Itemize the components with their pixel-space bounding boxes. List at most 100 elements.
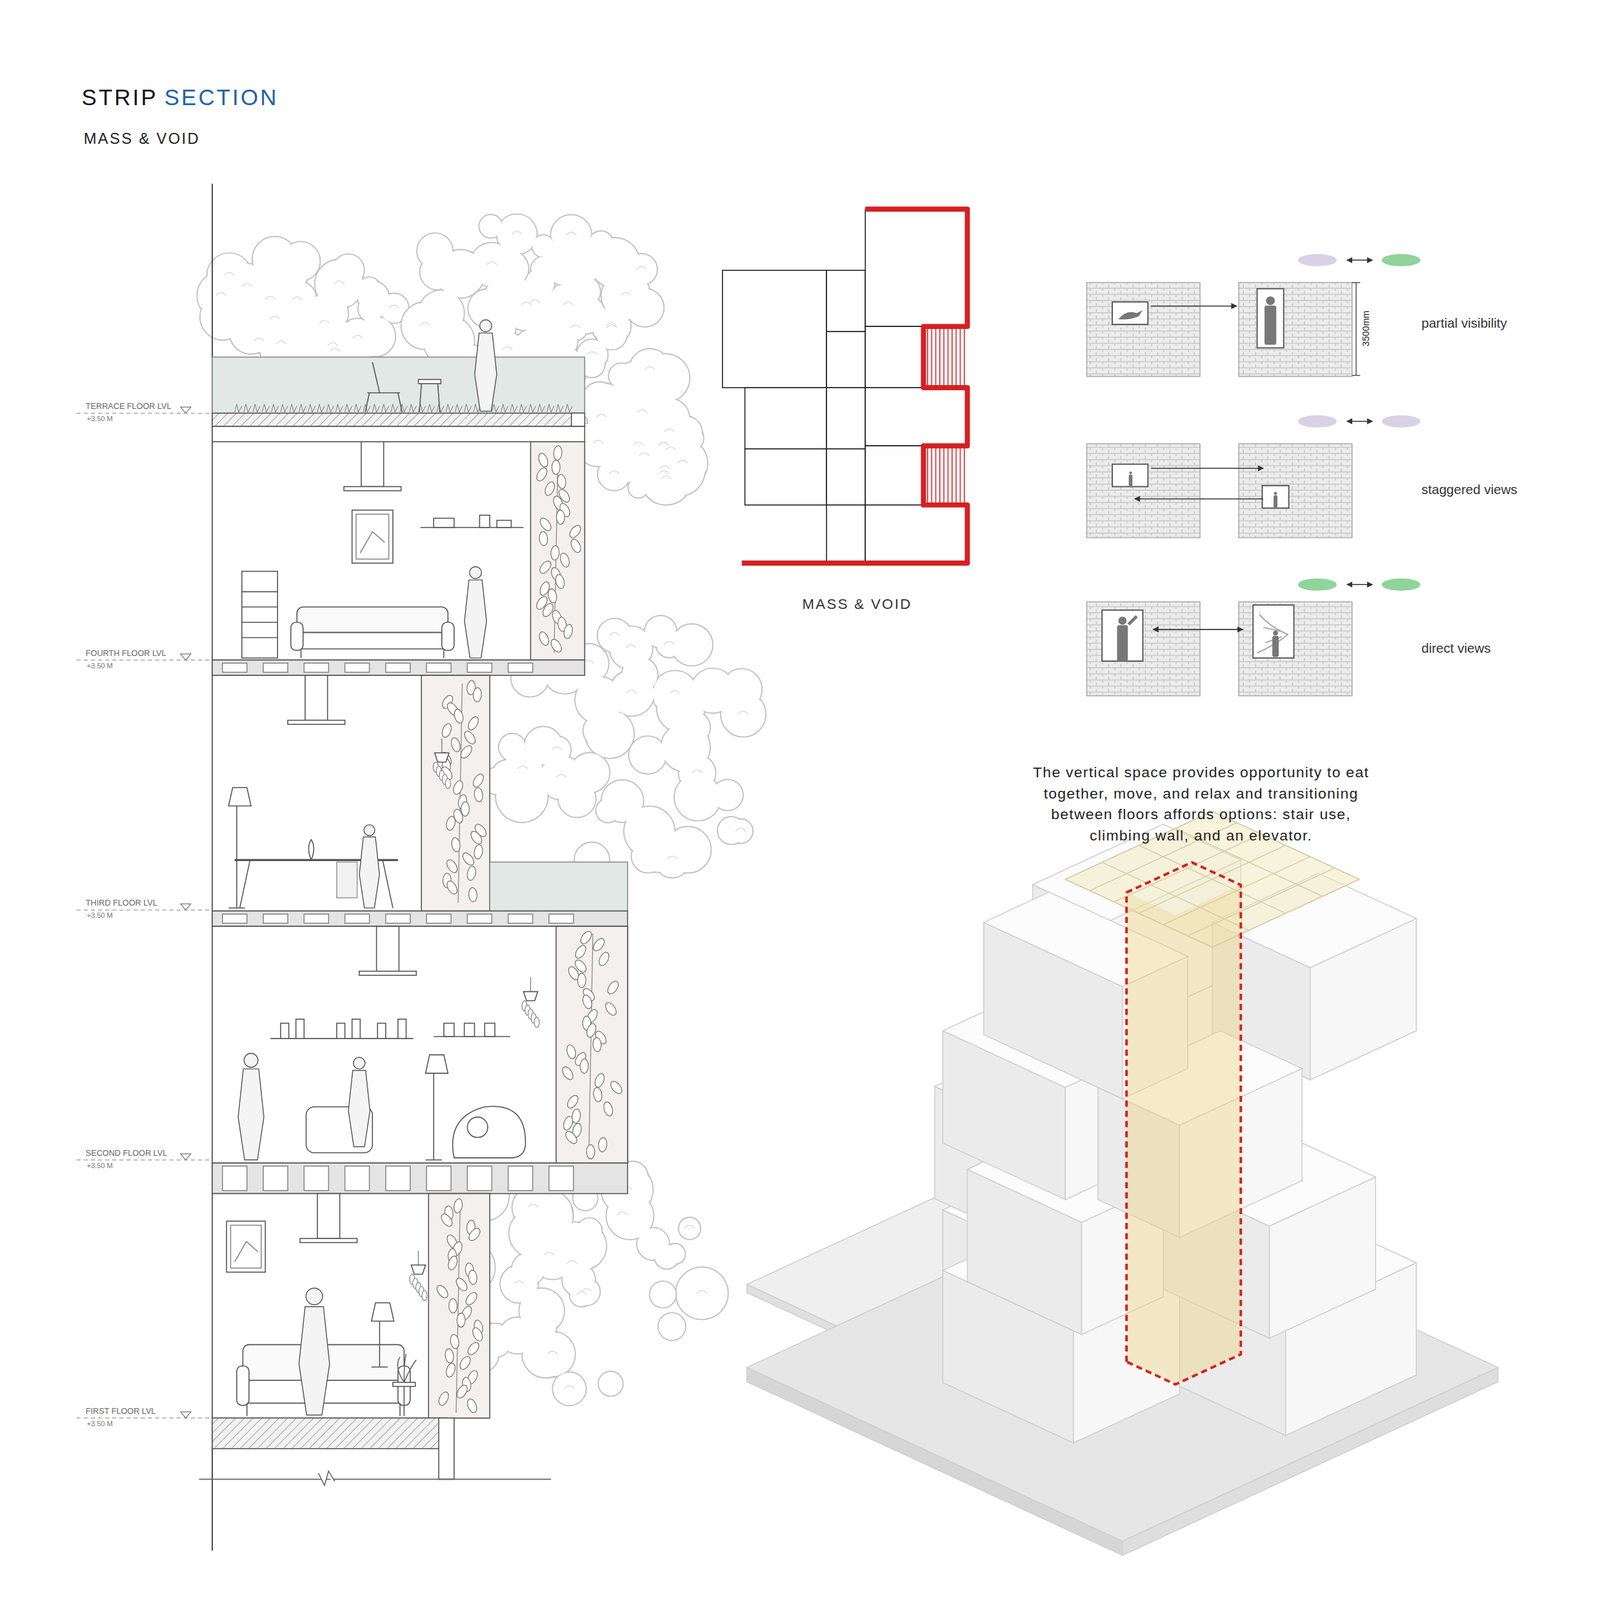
creeper-leaf bbox=[586, 1144, 595, 1159]
creeper-leaf bbox=[434, 1283, 451, 1300]
creeper-leaf bbox=[608, 1079, 624, 1096]
mass-cell bbox=[865, 445, 924, 506]
silhouette-head bbox=[1265, 296, 1275, 306]
tree-fill bbox=[253, 237, 297, 280]
creeper-leaf bbox=[440, 722, 453, 739]
view-dot bbox=[1298, 254, 1337, 267]
slab-void-block bbox=[467, 663, 492, 673]
slab-void-block bbox=[385, 663, 411, 673]
lamp-shade bbox=[228, 787, 251, 806]
slab-void-block bbox=[303, 663, 329, 673]
grass-tuft bbox=[528, 403, 536, 413]
silhouette-body bbox=[1116, 625, 1128, 662]
slab-void-block bbox=[508, 663, 533, 673]
tree-leaf-line bbox=[276, 340, 287, 344]
drawer-line bbox=[241, 621, 278, 624]
creeper-leaf bbox=[593, 1072, 607, 1089]
view-arrow bbox=[1347, 583, 1373, 586]
creeper-leaf bbox=[550, 545, 560, 561]
creeper-leaf bbox=[602, 1101, 615, 1118]
creeper-leaf bbox=[444, 1348, 455, 1364]
tree-leaf-line bbox=[528, 1204, 539, 1208]
floor-slab bbox=[212, 910, 628, 927]
creeper-leaf bbox=[470, 772, 486, 789]
tree-leaf-line bbox=[265, 296, 276, 300]
slab-void-block bbox=[426, 914, 451, 924]
grass-tuft bbox=[326, 403, 334, 413]
tree-fill bbox=[645, 616, 676, 648]
tree bbox=[196, 236, 410, 377]
tree-leaf-line bbox=[334, 281, 345, 285]
tree-leaf-line bbox=[216, 292, 227, 297]
grass-tuft bbox=[547, 403, 555, 413]
pergola-line bbox=[1138, 845, 1286, 914]
void-hatch bbox=[923, 326, 968, 388]
bean-bag-cushion bbox=[467, 1117, 488, 1139]
level-line bbox=[76, 909, 210, 911]
second-floor-room bbox=[212, 926, 628, 1164]
tree-leaf-line bbox=[684, 1225, 695, 1230]
creeper-leaf bbox=[473, 787, 484, 802]
creeper-leaf bbox=[468, 887, 478, 903]
grass-tuft bbox=[252, 403, 260, 413]
person-head bbox=[353, 1057, 366, 1070]
level-line bbox=[76, 1160, 210, 1161]
tree-fill bbox=[327, 322, 364, 359]
pot-string bbox=[530, 977, 531, 992]
creeper-leaf bbox=[466, 715, 481, 733]
picture-frame bbox=[352, 510, 393, 564]
tree-fill bbox=[661, 723, 710, 771]
creeper-leaf bbox=[448, 1298, 457, 1314]
axonometric bbox=[747, 811, 1499, 1556]
tree-outline bbox=[670, 623, 713, 666]
creeper-leaf bbox=[445, 815, 457, 832]
creeper-leaf bbox=[556, 474, 567, 490]
tree-fill bbox=[712, 780, 742, 810]
slab-void-block bbox=[263, 914, 288, 924]
tree-leaf-line bbox=[514, 1281, 525, 1285]
mass-cell bbox=[745, 387, 828, 450]
tree-leaf-line bbox=[570, 325, 581, 329]
slab-void-block bbox=[385, 914, 411, 924]
pendant-lamp bbox=[317, 1194, 340, 1240]
person-head bbox=[469, 567, 482, 580]
tree-fill bbox=[570, 753, 610, 792]
shelf-item bbox=[496, 520, 511, 528]
view-arrow bbox=[1150, 305, 1237, 308]
foundation bbox=[438, 1418, 455, 1480]
creeper-leaf bbox=[551, 460, 560, 475]
tree-fill bbox=[563, 1264, 595, 1297]
view-arrow bbox=[1347, 420, 1373, 422]
balcony-planter bbox=[489, 861, 628, 911]
grass-tuft bbox=[436, 403, 444, 413]
tree-outline bbox=[678, 1217, 701, 1240]
glazing bbox=[421, 675, 490, 911]
picture-inner bbox=[356, 514, 390, 560]
pot-leaf bbox=[421, 1290, 428, 1302]
wall-panel bbox=[1238, 443, 1353, 539]
lamp-stem bbox=[379, 1321, 381, 1368]
mass-cell bbox=[826, 270, 866, 332]
pergola-line bbox=[1101, 862, 1250, 931]
pendant-plate bbox=[300, 1238, 358, 1243]
tree-fill bbox=[718, 818, 745, 844]
tree-fill bbox=[230, 312, 271, 353]
creeper-leaf bbox=[534, 466, 550, 484]
person-head bbox=[480, 320, 493, 333]
creeper-leaf bbox=[463, 1290, 480, 1308]
slab-void-block bbox=[263, 1166, 288, 1191]
silhouette-body bbox=[1264, 305, 1277, 346]
creeper-leaf bbox=[454, 1276, 470, 1293]
creeper-leaf bbox=[466, 865, 478, 882]
tree-leaf-line bbox=[644, 367, 655, 371]
level-name: SECOND FLOOR LVL bbox=[85, 1149, 168, 1159]
level-height: +3.50 M bbox=[86, 661, 113, 671]
dimension-tick bbox=[1352, 281, 1361, 283]
creeper-leaf bbox=[444, 858, 460, 875]
person-head bbox=[243, 1053, 259, 1068]
grass-tuft bbox=[445, 403, 453, 413]
level-name: FOURTH FLOOR LVL bbox=[85, 649, 167, 659]
tree-outline bbox=[675, 1267, 729, 1320]
tree-leaf-line bbox=[620, 292, 631, 296]
